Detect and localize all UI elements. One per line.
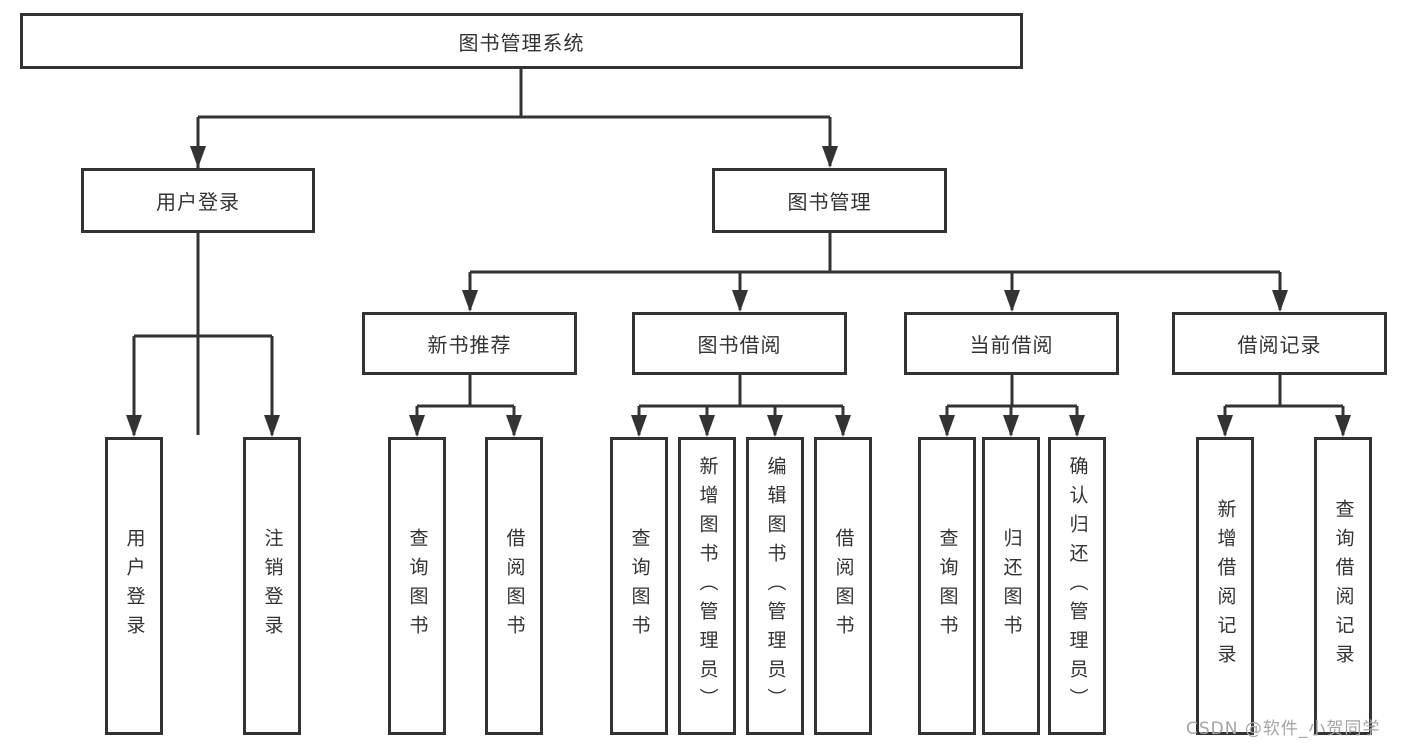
leaf-logout-label: 注销登录 [261,528,284,644]
leaf-borrow-books-recommend-label: 借阅图书 [503,528,526,644]
leaf-query-borrow-record: 查询借阅记录 [1314,437,1372,735]
node-library-management-system: 图书管理系统 [20,13,1023,69]
node-current-borrowing: 当前借阅 [904,312,1119,375]
node-book-management: 图书管理 [712,168,947,233]
leaf-edit-book-admin: 编辑图书（管理员） [746,437,804,735]
leaf-confirm-return-admin-label: 确认归还（管理员） [1066,455,1089,717]
leaf-borrow-books-recommend: 借阅图书 [485,437,543,735]
leaf-borrow-books-borrowing-label: 借阅图书 [832,528,855,644]
leaf-add-borrow-record: 新增借阅记录 [1196,437,1254,735]
leaf-add-borrow-record-label: 新增借阅记录 [1214,499,1237,673]
leaf-return-book-label: 归还图书 [1000,528,1023,644]
leaf-query-books-current-label: 查询图书 [936,528,959,644]
leaf-query-books-borrowing-label: 查询图书 [628,528,651,644]
leaf-borrow-books-borrowing: 借阅图书 [814,437,872,735]
leaf-return-book: 归还图书 [982,437,1040,735]
leaf-user-login-label: 用户登录 [123,528,146,644]
leaf-query-books-current: 查询图书 [918,437,976,735]
node-borrowing-records: 借阅记录 [1172,312,1387,375]
leaf-edit-book-admin-label: 编辑图书（管理员） [764,455,787,717]
leaf-query-borrow-record-label: 查询借阅记录 [1332,499,1355,673]
leaf-add-book-admin-label: 新增图书（管理员） [696,455,719,717]
leaf-query-books-borrowing: 查询图书 [610,437,668,735]
leaf-query-books-recommend-label: 查询图书 [406,528,429,644]
leaf-logout: 注销登录 [243,437,301,735]
node-user-login: 用户登录 [81,168,315,233]
leaf-confirm-return-admin: 确认归还（管理员） [1048,437,1106,735]
leaf-query-books-recommend: 查询图书 [388,437,446,735]
leaf-add-book-admin: 新增图书（管理员） [678,437,736,735]
node-book-borrowing: 图书借阅 [632,312,847,375]
csdn-watermark: CSDN @软件_小贺同学 [1186,719,1381,739]
leaf-user-login: 用户登录 [105,437,163,735]
node-new-book-recommendation: 新书推荐 [362,312,577,375]
